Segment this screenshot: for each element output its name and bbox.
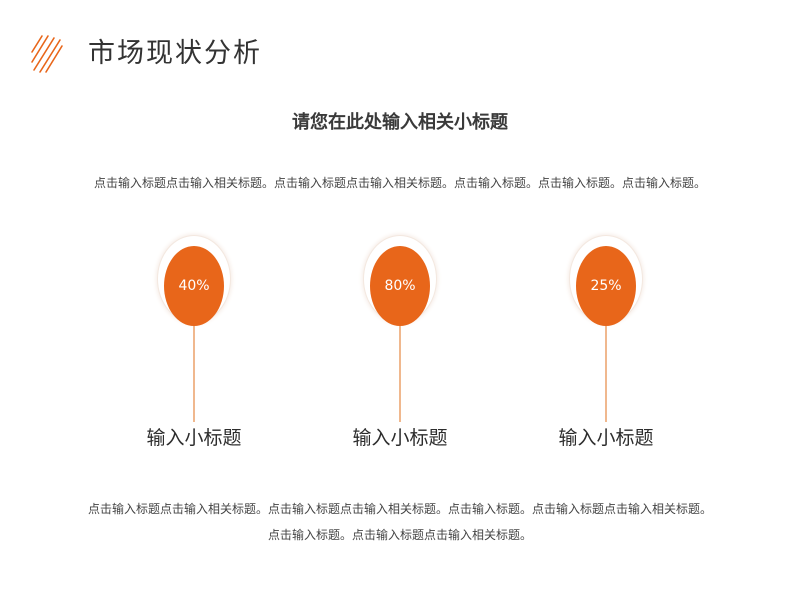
description-bottom: 点击输入标题点击输入相关标题。点击输入标题点击输入相关标题。点击输入标题。点击输… [87,502,712,542]
metric-label: 输入小标题 [558,427,654,449]
description-top: 点击输入标题点击输入相关标题。点击输入标题点击输入相关标题。点击输入标题。点击输… [93,176,706,190]
metric-stem [193,326,195,422]
section-subtitle: 请您在此处输入相关小标题 [292,112,508,133]
metric-stem [605,326,607,422]
metric-circle: 80% [370,246,430,326]
metric-circle: 25% [576,246,636,326]
metric-circle: 40% [164,246,224,326]
metric-label: 输入小标题 [352,427,448,449]
metric-label: 输入小标题 [146,427,242,449]
diagonal-stripes-icon [31,35,63,73]
metric-stem [399,326,401,422]
metric-item: 25% 输入小标题 [546,232,666,462]
page-title: 市场现状分析 [88,38,262,69]
metric-item: 40% 输入小标题 [134,232,254,462]
metric-item: 80% 输入小标题 [340,232,460,462]
